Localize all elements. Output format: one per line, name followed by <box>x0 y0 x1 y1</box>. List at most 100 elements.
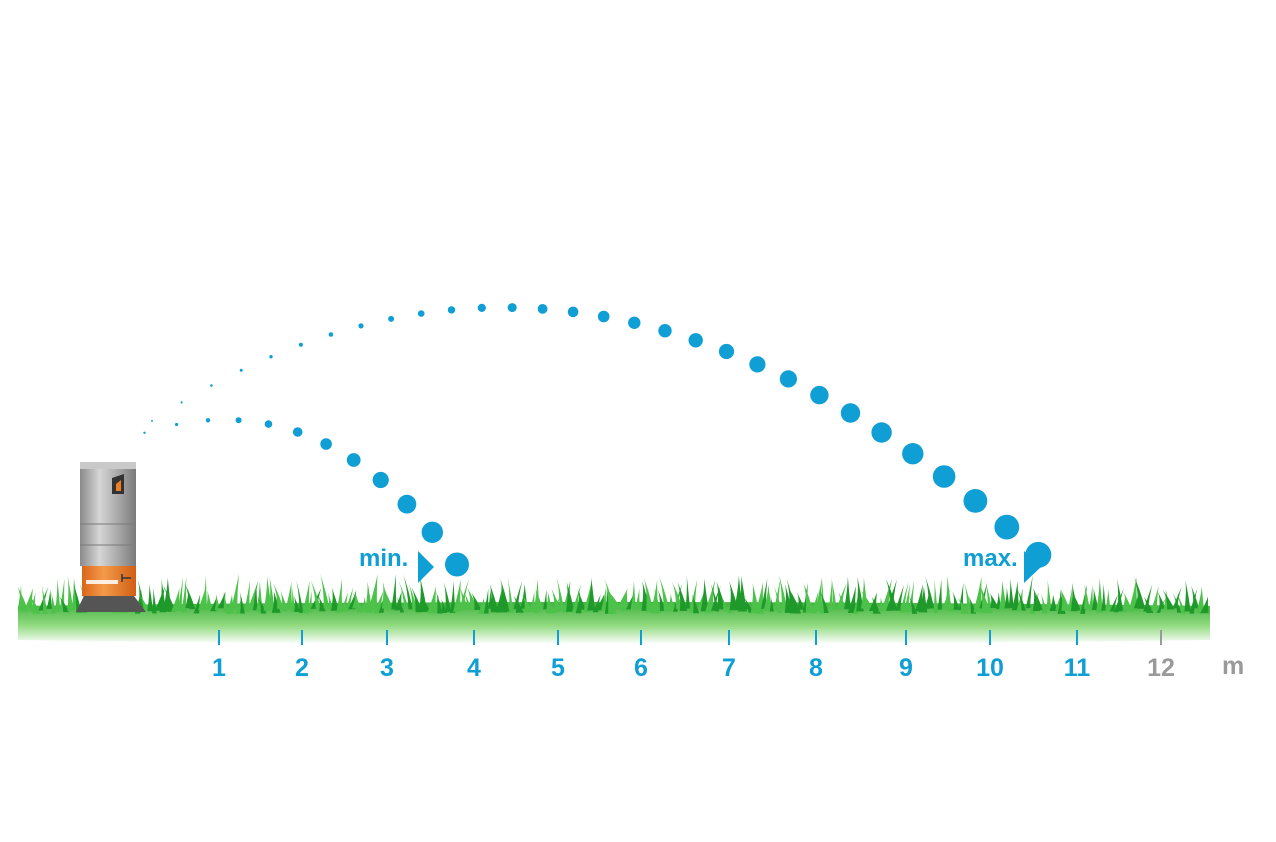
scale-tick-label: 8 <box>809 654 823 682</box>
grass-blade <box>1095 578 1103 613</box>
grass-blade <box>551 588 561 612</box>
water-droplet <box>477 303 486 312</box>
grass-blade <box>685 575 690 609</box>
grass-blade <box>291 587 295 612</box>
grass-blade <box>773 576 781 611</box>
grass-blade <box>164 587 176 612</box>
grass-blade <box>483 588 489 614</box>
grass-blade <box>223 592 229 613</box>
grass-blade <box>59 578 65 610</box>
grass-blade <box>1123 591 1132 610</box>
grass-blade <box>1101 583 1106 611</box>
grass-blade <box>1049 594 1057 611</box>
grass-blade <box>667 593 675 612</box>
grass-blades <box>17 573 1209 614</box>
grass-blade <box>831 577 837 610</box>
grass-blade <box>147 584 154 612</box>
triangle-right-icon <box>418 551 434 583</box>
triangle-right-icon <box>1024 551 1041 583</box>
grass-blade <box>294 596 301 612</box>
grass-blade <box>754 581 764 614</box>
grass-blade <box>924 590 930 609</box>
grass-blade <box>408 583 418 611</box>
water-droplet <box>298 342 303 347</box>
grass-blade <box>184 583 196 610</box>
grass-blade <box>1184 580 1191 612</box>
grass-blade <box>489 583 499 613</box>
grass-blade <box>654 587 661 614</box>
grass-blade <box>778 574 788 610</box>
water-droplet <box>292 427 303 437</box>
water-droplet <box>372 471 389 489</box>
grass-blade <box>17 586 29 612</box>
grass-blade <box>635 588 640 609</box>
grass-blade <box>871 596 881 614</box>
grass-blade <box>1116 578 1124 612</box>
scale-tick-label: 6 <box>634 654 648 682</box>
grass-blade <box>908 595 918 614</box>
grass-blade <box>427 586 436 614</box>
grass-blade <box>704 579 715 613</box>
grass-blade <box>689 579 698 613</box>
grass-blade <box>1176 592 1186 614</box>
grass-blade <box>1172 593 1182 613</box>
water-droplet <box>932 465 956 488</box>
grass-blade <box>383 587 393 610</box>
grass-blade <box>453 579 461 612</box>
grass-blade <box>368 574 378 610</box>
grass-blade <box>952 591 960 610</box>
grass-blade <box>671 581 683 609</box>
scale-tick-label: 7 <box>722 654 736 682</box>
grass-blade <box>1073 593 1081 611</box>
water-droplet <box>421 521 443 543</box>
grass-blade <box>331 587 339 611</box>
grass-blade <box>59 596 70 613</box>
grass-blade <box>51 591 56 614</box>
grass-blade <box>72 582 82 613</box>
water-droplet <box>180 401 183 404</box>
water-droplet <box>507 303 517 313</box>
grass-blade <box>945 575 952 608</box>
grass-blade <box>269 575 275 610</box>
grass-blade <box>1122 593 1127 612</box>
grass-blade <box>152 587 157 614</box>
grass-blade <box>302 580 310 614</box>
water-droplet <box>445 552 469 577</box>
grass-blade <box>1151 585 1159 611</box>
grass-blade <box>1200 596 1209 614</box>
grass-blade <box>239 591 245 614</box>
grass-blade <box>310 579 321 609</box>
scale-tick-label: 1 <box>212 654 226 682</box>
grass-blade <box>1008 578 1014 609</box>
grass-blade <box>828 580 833 610</box>
grass-blade <box>565 581 575 612</box>
grass-blade <box>459 587 469 610</box>
water-droplet <box>388 315 395 322</box>
water-droplet <box>143 431 146 434</box>
grass-blade <box>154 585 166 611</box>
grass-blade <box>743 596 754 613</box>
grass-blade <box>918 586 928 613</box>
grass-blade <box>908 580 915 612</box>
grass-blade <box>844 576 851 610</box>
grass-blade <box>763 585 772 611</box>
grass-blade <box>352 592 364 613</box>
grass-blade <box>296 579 304 613</box>
grass-blade <box>1033 589 1043 611</box>
grass-blade <box>861 590 873 609</box>
grass-blade <box>556 576 565 612</box>
grass-blade <box>1191 585 1199 609</box>
grass-blade <box>836 583 847 609</box>
grass-blade <box>885 579 898 611</box>
grass-blade <box>608 591 621 609</box>
grass-blade <box>1083 584 1090 609</box>
grass-blade <box>1041 593 1048 614</box>
grass-blade <box>650 580 658 614</box>
water-droplet <box>151 419 153 422</box>
pop-up-sprinkler-icon <box>76 462 146 612</box>
grass-blade <box>1105 588 1111 611</box>
grass-blade <box>280 590 288 612</box>
water-droplet <box>902 443 924 465</box>
water-droplet <box>658 324 672 338</box>
